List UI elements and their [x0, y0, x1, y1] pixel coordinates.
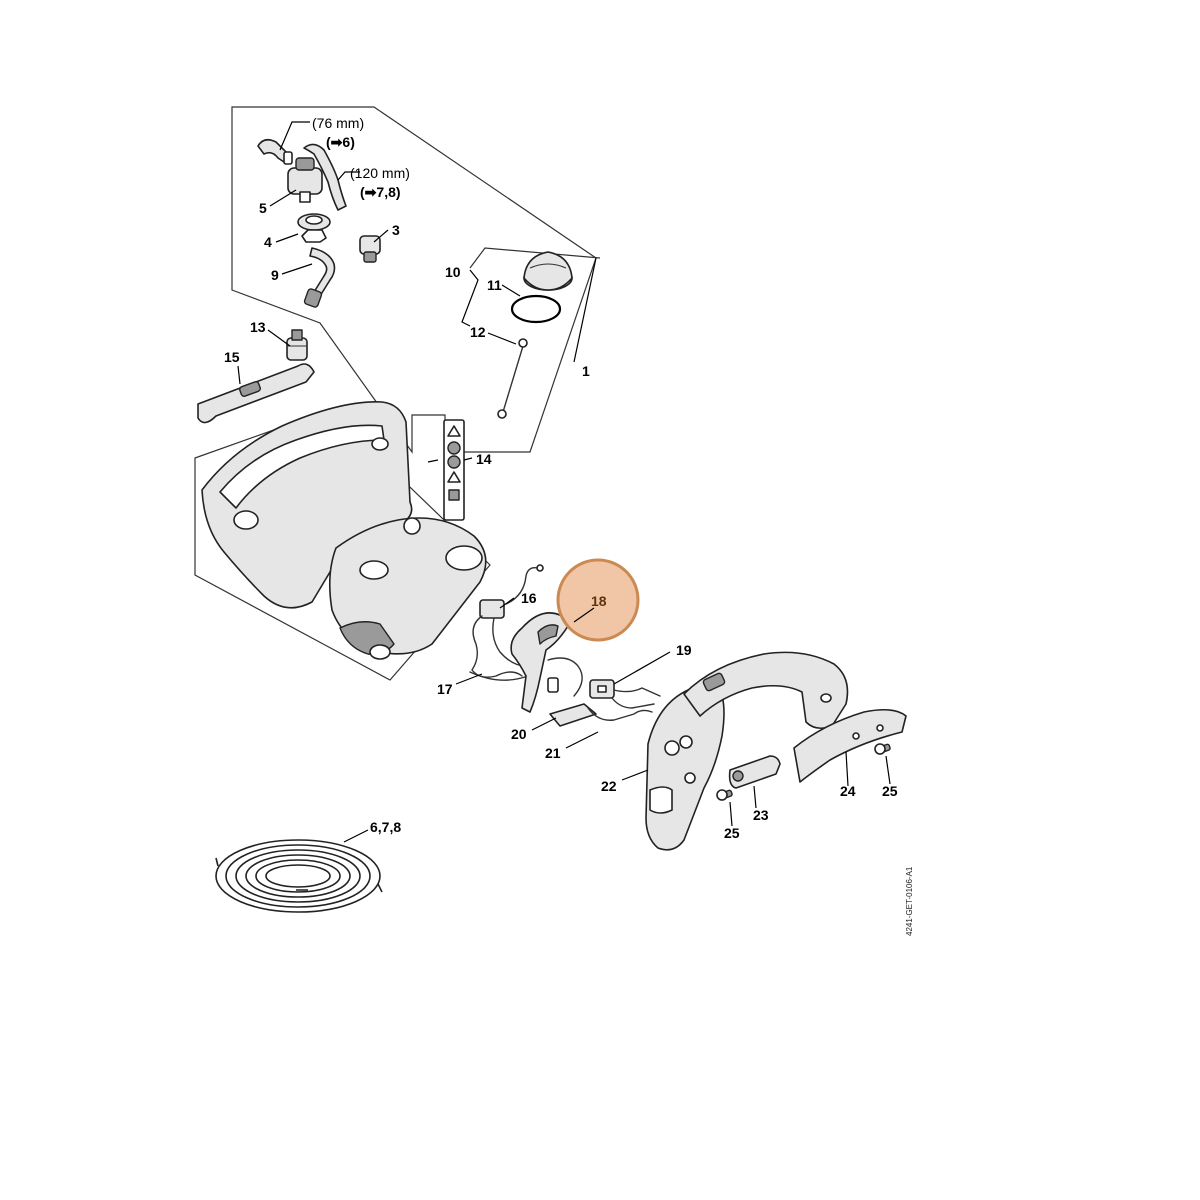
hose-note-long-length: (120 mm) [350, 165, 410, 181]
label-part-15[interactable]: 15 [224, 349, 240, 365]
label-part-17[interactable]: 17 [437, 681, 453, 697]
label-part-21[interactable]: 21 [545, 745, 561, 761]
label-part-1[interactable]: 1 [582, 363, 590, 379]
fuel-cap-bracket [469, 247, 601, 269]
fuel-tank-handle-part[interactable] [201, 401, 487, 660]
grommet-part[interactable] [297, 213, 331, 243]
label-part-13[interactable]: 13 [250, 319, 266, 335]
retaining-strap-part[interactable] [497, 338, 528, 419]
label-part-14[interactable]: 14 [476, 451, 492, 467]
screw-part-a[interactable] [874, 743, 891, 755]
drawing-reference-code: 4241-GET-0106-A1 [905, 866, 914, 936]
cover-strip-part[interactable] [197, 363, 315, 424]
fuel-cap-part[interactable] [523, 251, 573, 291]
label-part-24[interactable]: 24 [840, 783, 856, 799]
pickup-hose-part[interactable] [303, 247, 336, 308]
highlight-circle [556, 558, 640, 642]
switch-module-part[interactable] [479, 564, 544, 619]
label-part-18[interactable]: 18 [591, 593, 607, 609]
short-fuel-hose-part[interactable] [257, 138, 293, 165]
label-part-23[interactable]: 23 [753, 807, 769, 823]
connector-part[interactable] [589, 679, 661, 709]
hose-note-short-length: (76 mm) [312, 115, 364, 131]
screw-part-b[interactable] [716, 789, 733, 801]
hose-note-long-target: (➡7,8) [360, 184, 401, 200]
label-part-25-left[interactable]: 25 [724, 825, 740, 841]
warning-label-part[interactable] [427, 419, 465, 521]
label-part-20[interactable]: 20 [511, 726, 527, 742]
fuel-filter-part[interactable] [287, 157, 323, 203]
label-part-16[interactable]: 16 [521, 590, 537, 606]
leader-lines [237, 121, 891, 843]
label-part-11[interactable]: 11 [487, 277, 502, 293]
pad-part[interactable] [549, 703, 597, 727]
long-fuel-hose-part[interactable] [303, 143, 347, 211]
label-part-5[interactable]: 5 [259, 200, 267, 216]
label-part-19[interactable]: 19 [676, 642, 692, 658]
label-part-10[interactable]: 10 [445, 264, 461, 280]
label-part-3[interactable]: 3 [392, 222, 400, 238]
wire-bracket-part[interactable] [587, 707, 653, 721]
label-part-6-7-8[interactable]: 6,7,8 [370, 819, 401, 835]
label-part-25-right[interactable]: 25 [882, 783, 898, 799]
clamp-lever-part[interactable] [728, 755, 781, 789]
label-part-12[interactable]: 12 [470, 324, 486, 340]
spiral-hose-part[interactable] [215, 839, 383, 913]
rear-handle-part[interactable] [645, 686, 725, 851]
label-part-4[interactable]: 4 [264, 234, 272, 250]
filler-neck-part[interactable] [286, 329, 308, 361]
label-part-22[interactable]: 22 [601, 778, 617, 794]
fuel-system-group-frame [231, 106, 597, 454]
hose-note-short-target: (➡6) [326, 134, 355, 150]
tank-vent-part[interactable] [359, 235, 381, 263]
grip-cover-part[interactable] [793, 708, 907, 783]
o-ring-part[interactable] [510, 294, 562, 324]
label-part-9[interactable]: 9 [271, 267, 279, 283]
handle-bar-part[interactable] [683, 651, 849, 730]
